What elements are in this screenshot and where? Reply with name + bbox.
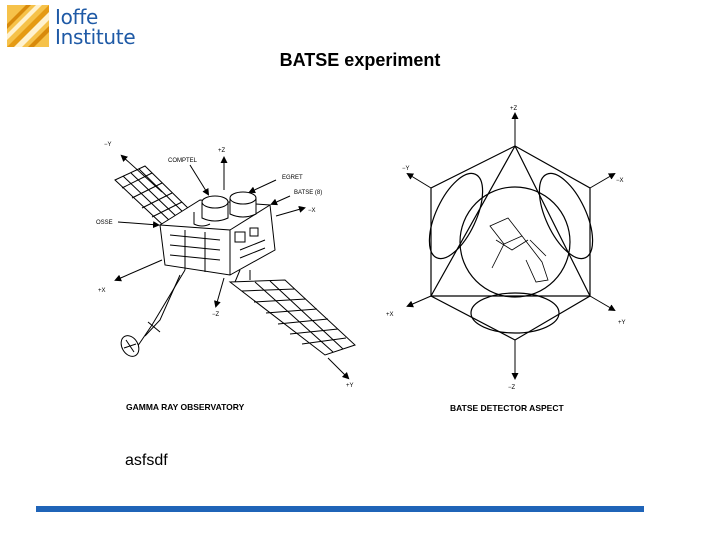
hexagon-outline: [430, 145, 591, 341]
bda-label-plus-z: +Z: [510, 106, 518, 112]
body-text: asfsdf: [125, 452, 168, 469]
footer-divider: [36, 506, 644, 512]
bda-label-plus-y: +Y: [618, 320, 626, 326]
gro-label-minus-y: −Y: [104, 142, 112, 148]
gro-label-plus-x: +X: [98, 288, 106, 294]
gro-label-comptel: COMPTEL: [168, 158, 198, 164]
gro-label-batse: BATSE (8): [294, 190, 322, 196]
bda-label-minus-x: −X: [616, 178, 624, 184]
osse-pointer: [117, 221, 160, 229]
gro-axis-labels: −Y +Z COMPTEL EGRET BATSE (8) −X OSSE +X…: [96, 142, 354, 389]
center-detector-circle: [459, 186, 571, 298]
bda-caption: BATSE DETECTOR ASPECT: [450, 403, 564, 413]
gro-caption: GAMMA RAY OBSERVATORY: [126, 402, 245, 412]
detector-ellipse-bottom: [470, 292, 560, 334]
gro-label-plus-y: +Y: [346, 383, 354, 389]
gro-label-minus-z: −Z: [212, 312, 220, 318]
bda-plus-y-arrow: [589, 295, 616, 312]
gro-label-minus-x: −X: [308, 208, 316, 214]
comptel-pointer: [189, 164, 210, 196]
bda-minus-y-arrow: [406, 172, 432, 189]
bda-label-plus-x: +X: [386, 312, 394, 318]
logo-text-line2: Institute: [55, 25, 136, 49]
mini-spacecraft: [489, 217, 549, 283]
minus-x-axis-arrow: [275, 206, 306, 217]
plus-x-axis-arrow: [114, 259, 163, 282]
minus-z-axis-arrow: [214, 277, 225, 308]
ioffe-logo-icon: [7, 5, 49, 47]
comptel-egret-domes: [193, 191, 257, 227]
bda-label-minus-z: −Z: [508, 385, 516, 391]
logo-text-line1: Ioffe: [55, 5, 99, 29]
gro-label-plus-z: +Z: [218, 148, 226, 154]
gamma-ray-observatory-drawing: [114, 154, 356, 380]
detector-ellipse-upper-left: [428, 172, 484, 260]
batse-detector-aspect-drawing: [406, 112, 616, 380]
bda-plus-x-arrow: [406, 295, 432, 308]
antenna-boom: [120, 269, 186, 357]
gro-label-egret: EGRET: [282, 175, 303, 181]
bda-axis-labels: +Z −Y −X +X +Y −Z: [386, 106, 626, 391]
ioffe-logo: Ioffe Institute: [6, 4, 136, 48]
inner-triangle: [429, 144, 591, 297]
gro-label-osse: OSSE: [96, 220, 113, 226]
spacecraft-body: [159, 199, 276, 276]
minus-y-axis-arrow: [120, 154, 163, 193]
bda-label-minus-y: −Y: [402, 166, 410, 172]
bda-minus-x-arrow: [589, 172, 616, 189]
figure-drawing: −Y +Z COMPTEL EGRET BATSE (8) −X OSSE +X…: [96, 106, 626, 413]
lower-solar-panel: [228, 269, 356, 356]
detector-ellipse-upper-right: [538, 172, 594, 260]
page-title: BATSE experiment: [279, 50, 441, 70]
plus-y-axis-arrow: [327, 357, 350, 380]
egret-pointer: [248, 179, 277, 194]
batse-figure: −Y +Z COMPTEL EGRET BATSE (8) −X OSSE +X…: [90, 100, 650, 420]
batse-pointer: [270, 195, 291, 206]
